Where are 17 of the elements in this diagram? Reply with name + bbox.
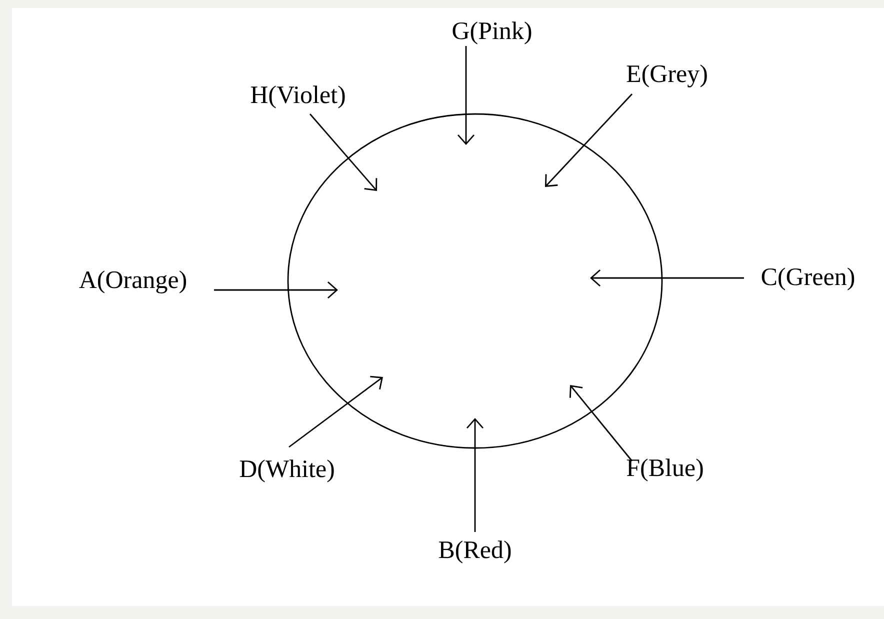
arrow xyxy=(545,94,633,187)
arrow xyxy=(466,418,484,532)
person-label: D(White) xyxy=(240,460,334,482)
arrow xyxy=(457,46,475,145)
arrow xyxy=(309,114,378,191)
arrow xyxy=(590,269,744,287)
person-label: A(Orange) xyxy=(79,270,186,294)
arrow xyxy=(214,281,338,299)
person-label: E(Grey) xyxy=(626,64,707,88)
person-label: B(Red) xyxy=(438,540,511,564)
person-label: F(Blue) xyxy=(626,458,703,482)
person-label: H(Violet) xyxy=(250,86,345,108)
arrow xyxy=(288,376,383,448)
person-label: C(Green) xyxy=(762,268,854,290)
person-label: G(Pink) xyxy=(452,22,532,44)
table-circle xyxy=(287,113,663,449)
arrow xyxy=(569,385,633,462)
